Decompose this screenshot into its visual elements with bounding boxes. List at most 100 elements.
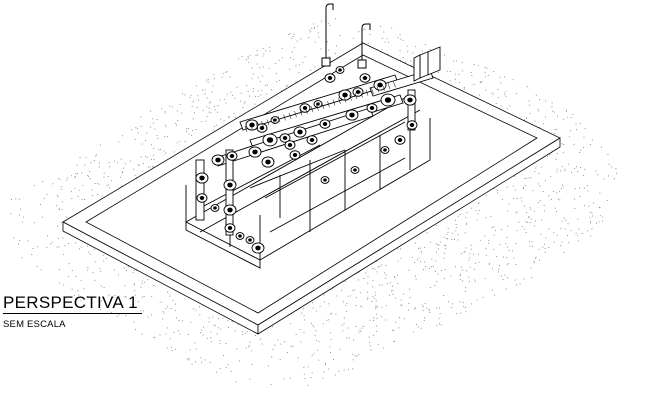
gravel-dot [64, 245, 66, 247]
gravel-dot [446, 234, 448, 235]
gravel-dot [595, 170, 597, 172]
gravel-dot [154, 337, 156, 339]
gravel-dot [515, 212, 517, 214]
gravel-dot [77, 173, 78, 174]
gravel-dot [292, 345, 294, 347]
gravel-dot [506, 263, 508, 265]
gravel-dot [182, 93, 183, 95]
gravel-dot [36, 246, 38, 248]
gravel-dot [151, 158, 152, 160]
gravel-dot [78, 189, 80, 191]
gravel-dot [133, 168, 135, 170]
gravel-dot [367, 276, 369, 278]
gravel-dot [61, 201, 63, 203]
gravel-dot [231, 95, 233, 96]
gravel-dot [602, 216, 604, 218]
gravel-dot [574, 188, 576, 190]
gravel-dot [122, 135, 123, 137]
gravel-dot [303, 332, 305, 334]
gravel-dot [455, 60, 457, 62]
gravel-dot [191, 105, 193, 107]
gravel-dot [461, 269, 463, 271]
gravel-dot [234, 330, 236, 332]
gravel-dot [307, 366, 309, 368]
gravel-dot [59, 179, 61, 180]
gravel-dot [533, 261, 535, 262]
gravel-dot [468, 259, 470, 261]
gravel-dot [528, 216, 530, 217]
gravel-dot [296, 40, 298, 42]
gravel-dot [281, 90, 283, 92]
gravel-dot [179, 141, 181, 142]
valve-fitting-core [316, 102, 320, 106]
gravel-dot [262, 55, 264, 57]
gravel-dot [331, 312, 333, 314]
gravel-dot [575, 232, 577, 234]
gravel-dot [310, 322, 312, 324]
gravel-dot [167, 306, 168, 308]
gravel-dot [424, 247, 426, 248]
gravel-dot [385, 305, 387, 307]
gravel-dot [293, 47, 295, 49]
gravel-dot [98, 183, 100, 185]
gravel-dot [89, 253, 91, 255]
gravel-dot [225, 72, 227, 73]
gravel-dot [408, 303, 410, 304]
gravel-dot [415, 324, 417, 325]
gravel-dot [206, 106, 208, 108]
gravel-dot [424, 317, 425, 319]
gravel-dot [202, 89, 203, 91]
gravel-dot [249, 378, 251, 380]
gravel-dot [614, 178, 615, 180]
gravel-dot [152, 118, 154, 120]
gravel-dot [500, 105, 502, 107]
gravel-dot [326, 319, 328, 321]
gravel-dot [387, 53, 389, 55]
gravel-dot [328, 56, 330, 58]
gravel-dot [354, 355, 356, 356]
gravel-dot [436, 280, 438, 282]
gravel-dot [329, 346, 331, 348]
gravel-dot [497, 192, 498, 194]
pipe-hatch-line [354, 92, 358, 100]
gravel-dot [23, 216, 24, 218]
gravel-dot [18, 243, 19, 245]
gravel-dot [134, 139, 136, 140]
gravel-dot [359, 329, 361, 331]
gravel-dot [568, 136, 570, 138]
gravel-dot [266, 84, 268, 86]
gravel-dot [425, 266, 426, 267]
gravel-dot [468, 276, 470, 278]
gravel-dot [588, 205, 590, 207]
gravel-dot [372, 286, 374, 288]
gravel-dot [571, 172, 573, 173]
gravel-dot [562, 118, 564, 120]
gravel-dot [446, 238, 448, 239]
gravel-dot [584, 204, 585, 206]
gravel-dot [347, 327, 349, 329]
skid-base-left [185, 221, 261, 269]
gravel-dot [376, 325, 378, 327]
gravel-dot [557, 198, 559, 200]
gravel-dot [138, 301, 139, 303]
gravel-dot [367, 297, 369, 299]
gravel-dot [394, 277, 396, 279]
gravel-dot [169, 105, 171, 107]
gravel-dot [397, 274, 398, 276]
gravel-dot [393, 330, 394, 331]
gravel-dot [539, 127, 541, 128]
gravel-dot [135, 127, 137, 129]
gravel-dot [252, 88, 254, 90]
gravel-dot [435, 243, 437, 245]
gravel-dot [506, 186, 508, 188]
gravel-dot [257, 54, 259, 56]
gravel-dot [99, 301, 101, 302]
gravel-dot [141, 143, 143, 145]
gravel-dot [376, 317, 378, 319]
gravel-dot [368, 42, 369, 44]
valve-fitting-core [199, 175, 205, 181]
gravel-dot [266, 93, 268, 95]
gravel-dot [146, 132, 148, 134]
gravel-dot [109, 166, 111, 168]
gravel-dot [206, 337, 208, 339]
